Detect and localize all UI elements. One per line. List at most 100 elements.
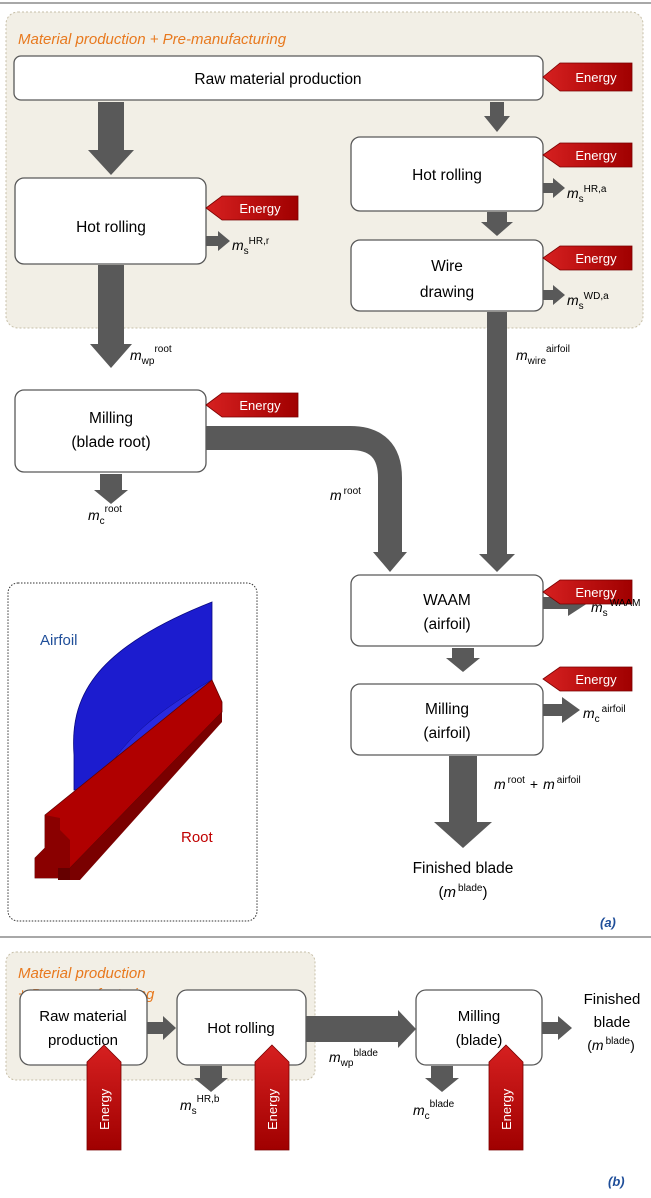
panel-b-tag: (b): [608, 1174, 625, 1189]
flow-milling-to-finished-b: [542, 1016, 572, 1040]
flow-wire-to-waam: [487, 312, 507, 556]
energy-milling-b: Energy: [488, 1044, 524, 1151]
inset-root-label: Root: [181, 829, 214, 846]
energy-arrow-shape: [542, 62, 633, 92]
energy-label: Energy: [239, 398, 281, 413]
energy-raw: Energy: [542, 62, 633, 92]
label-ms-waam: msWAAM: [591, 598, 640, 619]
flow-arrowhead: [434, 822, 492, 848]
energy-hr-b: Energy: [254, 1044, 290, 1151]
hot-rolling-airfoil-label: Hot rolling: [412, 167, 482, 184]
energy-raw-b: Energy: [86, 1044, 122, 1151]
energy-milling-root: Energy: [205, 392, 299, 418]
raw-material-label: Raw material production: [194, 71, 361, 88]
waam-label-2: (airfoil): [423, 616, 470, 633]
milling-b-label-1: Milling: [458, 1008, 501, 1025]
energy-label: Energy: [575, 672, 617, 687]
flow-hr-to-milling-b: [306, 1016, 400, 1042]
milling-airfoil-box: [350, 683, 544, 756]
label-ms-hr-r: msHR,r: [232, 236, 270, 257]
flow-milling-root-chips: [100, 474, 122, 492]
energy-arrow-shape: [254, 1044, 290, 1151]
flow-arrowhead: [90, 344, 132, 368]
scrap-arrow-hr-airfoil: [543, 178, 565, 198]
region-label-b-1: Material production: [18, 965, 146, 982]
energy-milling-airfoil: Energy: [542, 666, 633, 692]
milling-root-box: [14, 389, 207, 473]
raw-material-box-b: [19, 989, 148, 1066]
flow-hr-to-milling-root: [98, 265, 124, 345]
energy-arrow-shape: [542, 142, 633, 168]
waam-label-1: WAAM: [423, 592, 471, 609]
scrap-arrow-wd: [543, 285, 565, 305]
flow-raw-to-hr-airfoil: [490, 102, 504, 118]
energy-label: Energy: [575, 251, 617, 266]
label-m-c-airfoil: mcairfoil: [583, 704, 626, 725]
panel-b: Material production + Pre-manufacturing …: [5, 951, 641, 1189]
flow-arrowhead: [398, 1010, 416, 1048]
milling-b-label-2: (blade): [456, 1032, 503, 1049]
milling-airfoil-label-2: (airfoil): [423, 725, 470, 742]
flow-arrowhead: [88, 150, 134, 175]
energy-arrow-shape: [542, 579, 633, 605]
panel-a: Material production + Pre-manufacturing …: [5, 11, 644, 930]
milling-root-label-1: Milling: [89, 410, 133, 427]
finished-blade-label: Finished blade: [413, 860, 514, 877]
energy-arrow-shape: [542, 666, 633, 692]
energy-arrow-shape: [205, 195, 299, 221]
flow-arrowhead: [425, 1078, 459, 1092]
flow-root-curve: [206, 426, 402, 552]
inset-airfoil-label: Airfoil: [40, 632, 78, 649]
energy-arrow-shape: [488, 1044, 524, 1151]
flow-raw-to-hr-root: [98, 102, 124, 152]
energy-label: Energy: [499, 1088, 514, 1130]
energy-label: Energy: [265, 1088, 280, 1130]
wire-drawing-label-1: Wire: [431, 258, 463, 275]
energy-wd: Energy: [542, 245, 633, 271]
blade-illustration: [34, 601, 223, 880]
flow-arrowhead: [194, 1078, 228, 1092]
energy-label: Energy: [575, 70, 617, 85]
label-ms-wd-a: msWD,a: [567, 291, 609, 312]
raw-material-b-label-1: Raw material: [39, 1008, 127, 1025]
root-bottom: [70, 712, 222, 880]
energy-arrow-shape: [205, 392, 299, 418]
wire-drawing-label-2: drawing: [420, 284, 474, 301]
flow-arrowhead: [373, 552, 407, 572]
flow-arrowhead: [479, 554, 515, 572]
energy-arrow-shape: [542, 245, 633, 271]
flow-hr-to-wd: [487, 212, 507, 224]
flow-to-finished: [449, 756, 477, 826]
label-ms-hr-a: msHR,a: [567, 184, 607, 205]
milling-root-label-2: (blade root): [71, 434, 150, 451]
hot-rolling-airfoil-box: [350, 136, 544, 212]
scrap-hr-b: [200, 1066, 222, 1080]
flow-arrowhead: [94, 490, 128, 504]
milling-box-b: [415, 989, 543, 1066]
energy-label: Energy: [575, 148, 617, 163]
energy-label: Energy: [239, 201, 281, 216]
energy-waam: Energy: [542, 579, 633, 605]
flow-raw-to-hr-b: [147, 1016, 176, 1040]
label-m-c-blade: mcblade: [413, 1099, 455, 1122]
flow-arrowhead: [446, 658, 480, 672]
finished-b-label-1: Finished: [584, 991, 641, 1008]
scrap-arrow-milling-airfoil: [543, 697, 580, 723]
root-face: [35, 815, 70, 878]
energy-hr-root: Energy: [205, 195, 299, 221]
hot-rolling-root-box: [14, 177, 207, 265]
panel-a-tag: (a): [600, 915, 616, 930]
energy-arrow-shape: [86, 1044, 122, 1151]
flow-waam-to-milling: [452, 648, 474, 660]
scrap-arrow-hr-root: [206, 231, 230, 251]
label-m-c-root: mcroot: [88, 504, 122, 527]
energy-label: Energy: [97, 1088, 112, 1130]
flow-arrowhead: [481, 222, 513, 236]
raw-material-box: [13, 55, 544, 101]
label-ms-hr-b: msHR,b: [180, 1094, 220, 1117]
